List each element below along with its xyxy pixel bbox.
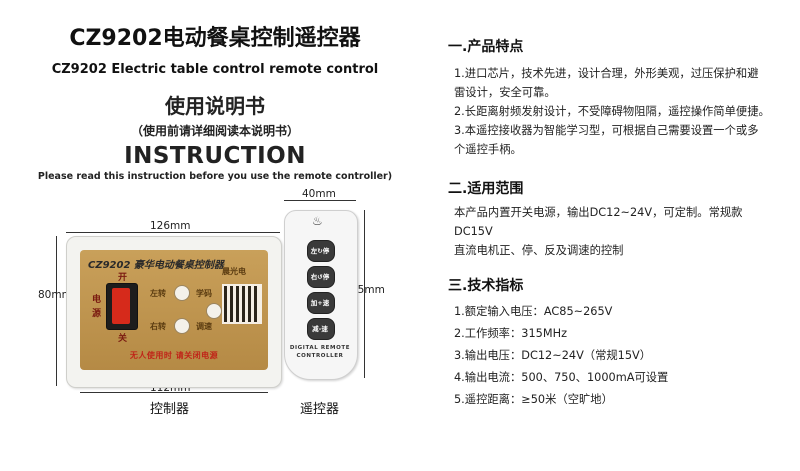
qr-code-image	[222, 284, 262, 324]
spec-item: 3.输出电压：DC12~24V（常规15V）	[454, 349, 652, 362]
scope-line-3: 直流电机正、停、反及调速的控制	[454, 244, 624, 257]
controller-footer-warning: 无人使用时 请关闭电源	[129, 351, 219, 360]
dimension-line-bottom	[80, 392, 268, 393]
features-heading: 一.产品特点	[448, 39, 524, 55]
dimension-line-top	[66, 232, 280, 233]
manual-title: 使用说明书	[165, 94, 265, 118]
controller-button-left-turn[interactable]	[174, 285, 190, 301]
features-line-3: 2.长距离射频发射设计，不受障碍物阻隔，遥控操作简单便捷。	[454, 105, 770, 118]
remote-button-1-label: 左↻停	[310, 247, 330, 255]
features-line-2: 雷设计，安全可靠。	[454, 86, 556, 99]
spec-item: 4.输出电流：500、750、1000mA可设置	[454, 371, 669, 384]
spec-item: 2.工作频率：315MHz	[454, 327, 567, 340]
instruction-subtitle: Please read this instruction before you …	[37, 171, 393, 182]
dimension-line-left	[56, 236, 57, 386]
power-switch-rocker[interactable]	[112, 288, 130, 324]
specs-heading: 三.技术指标	[448, 278, 524, 294]
controller-caption: 控制器	[150, 402, 190, 417]
controller-button-learn[interactable]	[206, 303, 222, 319]
remote-label-line2: CONTROLLER	[296, 353, 344, 359]
dimension-line-remote-right	[364, 210, 365, 378]
features-line-5: 个遥控手柄。	[454, 143, 522, 156]
scope-heading: 二.适用范围	[448, 181, 524, 197]
remote-button-4[interactable]	[307, 318, 335, 340]
scope-line-2: DC15V	[454, 225, 493, 238]
controller-button-label-speed: 调速	[196, 322, 212, 331]
manual-subtitle: （使用前请详细阅读本说明书）	[130, 124, 299, 138]
spec-item: 1.额定输入电压：AC85~265V	[454, 305, 613, 318]
remote-caption: 遥控器	[300, 402, 340, 417]
remote-button-2-label: 右↺停	[310, 273, 330, 281]
spec-item: 5.遥控距离：≥50米（空旷地）	[454, 393, 613, 406]
product-title-cn: CZ9202电动餐桌控制遥控器	[69, 26, 361, 51]
remote-label-line1: DIGITAL REMOTE	[289, 345, 351, 351]
controller-button-label-right: 右转	[150, 322, 166, 331]
remote-button-1[interactable]	[307, 240, 335, 262]
controller-brand-mark: 晨光电	[222, 267, 246, 276]
controller-button-right-turn[interactable]	[174, 318, 190, 334]
dimension-controller-width: 126mm	[150, 220, 191, 232]
features-line-4: 3.本遥控接收器为智能学习型，可根据自己需要设置一个或多	[454, 124, 759, 137]
dimension-controller-height: 80mm	[38, 289, 72, 301]
switch-off-label: 关	[118, 334, 128, 344]
dimension-line-remote-top	[284, 200, 356, 201]
product-title-en: CZ9202 Electric table control remote con…	[51, 62, 379, 77]
controller-button-label-learn: 学码	[196, 289, 212, 298]
remote-button-3-label: 加+速	[310, 299, 330, 307]
instruction-title: INSTRUCTION	[124, 143, 306, 169]
remote-button-3[interactable]	[307, 292, 335, 314]
dimension-remote-width: 40mm	[302, 188, 336, 200]
power-label-top: 电	[92, 295, 102, 305]
scope-line-1: 本产品内置开关电源，输出DC12~24V，可定制。常规款	[454, 206, 743, 219]
features-line-1: 1.进口芯片，技术先进，设计合理，外形美观，过压保护和避	[454, 67, 759, 80]
switch-on-label: 开	[118, 273, 128, 283]
controller-button-label-left: 左转	[150, 289, 166, 298]
dimension-remote-height: 95mm	[351, 284, 385, 296]
power-label-bottom: 源	[92, 309, 102, 319]
remote-button-4-label: 减-速	[312, 325, 328, 333]
remote-button-2[interactable]	[307, 266, 335, 288]
remote-logo-icon: ♨	[312, 214, 323, 228]
controller-brand-text: CZ9202 豪华电动餐桌控制器	[88, 260, 224, 271]
